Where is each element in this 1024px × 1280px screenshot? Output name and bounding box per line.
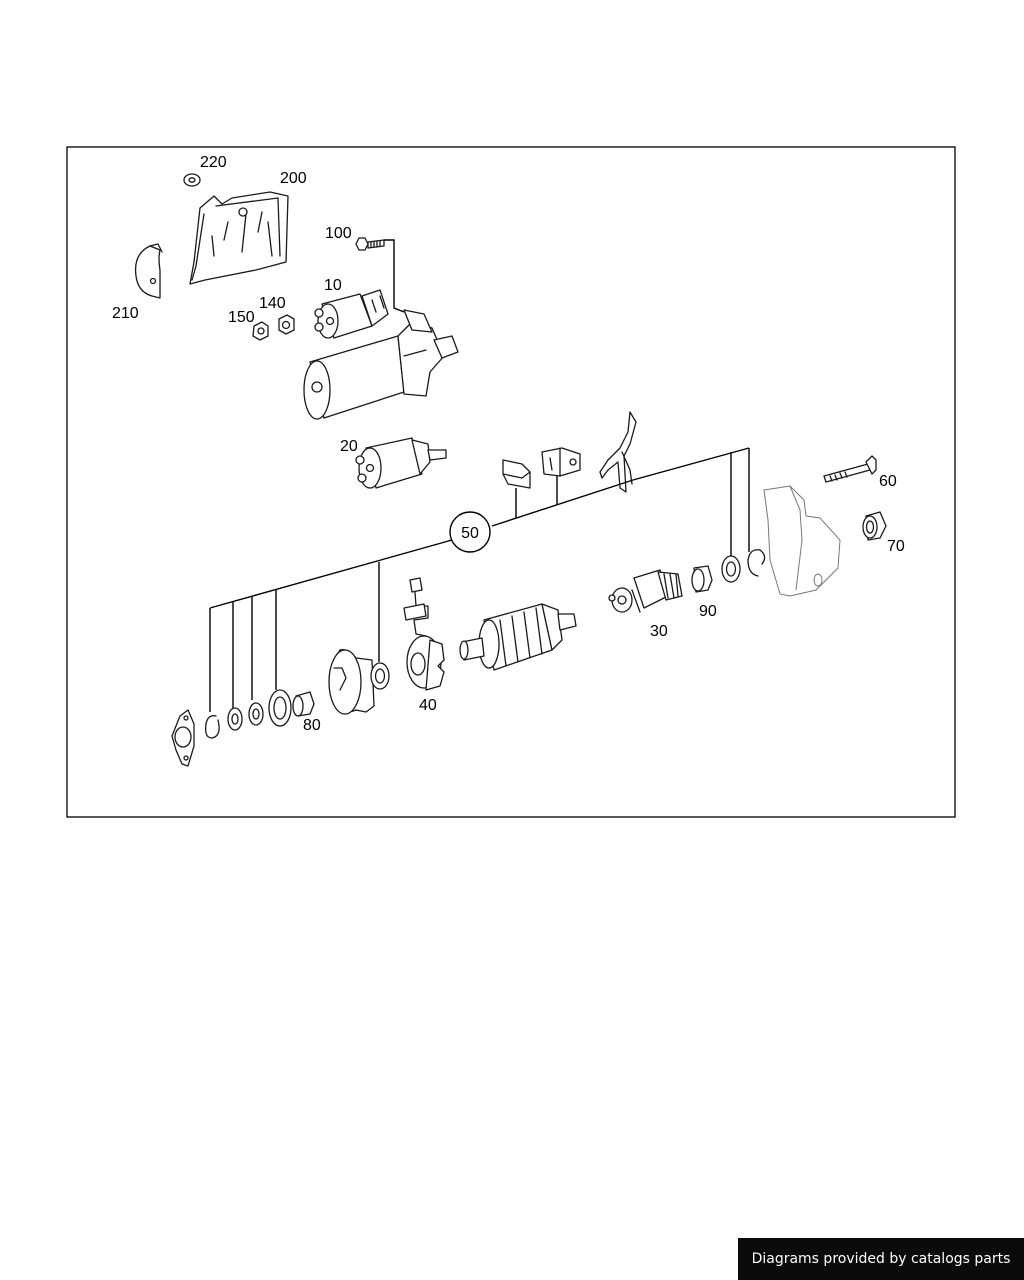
callout-150: 150 [228,309,255,326]
part-80-bushing[interactable] [292,691,315,717]
part-circlip[interactable] [747,549,766,577]
part-100-bolt[interactable] [355,237,385,251]
part-bearing[interactable] [370,662,390,690]
callout-200: 200 [280,170,307,187]
part-end-plate[interactable] [328,649,375,715]
part-20-solenoid[interactable] [355,437,447,489]
callout-10: 10 [324,277,342,294]
part-end-cap[interactable] [171,709,195,767]
part-50-fork-lever[interactable] [599,411,637,493]
footer-credit: Diagrams provided by catalogs parts [738,1238,1024,1280]
callout-50-circle [449,511,491,553]
callout-90: 90 [699,603,717,620]
part-washer-a[interactable] [248,702,264,726]
callout-50-group [209,447,750,712]
callout-220: 220 [200,154,227,171]
leader-100-10 [384,239,405,313]
part-armature[interactable] [459,603,577,671]
part-210-clamp[interactable] [134,243,163,299]
part-lock-ring[interactable] [204,715,220,739]
part-50-clip[interactable] [502,459,531,489]
callout-20: 20 [340,438,358,455]
part-60-bolt[interactable] [823,455,877,483]
callout-40: 40 [419,697,437,714]
part-220-washer[interactable] [183,173,201,187]
part-200-heat-shield[interactable] [189,191,289,285]
callout-140: 140 [259,295,286,312]
callout-80: 80 [303,717,321,734]
drive-end-housing [763,485,841,597]
part-40-brush-holder[interactable] [403,577,445,691]
part-10-starter-motor[interactable] [303,289,459,420]
diagram-frame [66,146,956,818]
part-90-collar[interactable] [691,565,713,593]
callout-30: 30 [650,623,668,640]
part-retaining-ring[interactable] [721,555,741,583]
callout-70: 70 [887,538,905,555]
part-70-bushing[interactable] [862,511,887,541]
part-50-bracket[interactable] [541,447,581,477]
callout-100: 100 [325,225,352,242]
part-140-nut[interactable] [278,314,295,335]
part-seal-ring[interactable] [268,689,292,727]
part-150-nut[interactable] [252,321,269,341]
part-washer-b[interactable] [227,707,243,731]
callout-50: 50 [461,525,479,542]
callout-60: 60 [879,473,897,490]
part-30-pinion[interactable] [608,569,683,613]
callout-210: 210 [112,305,139,322]
